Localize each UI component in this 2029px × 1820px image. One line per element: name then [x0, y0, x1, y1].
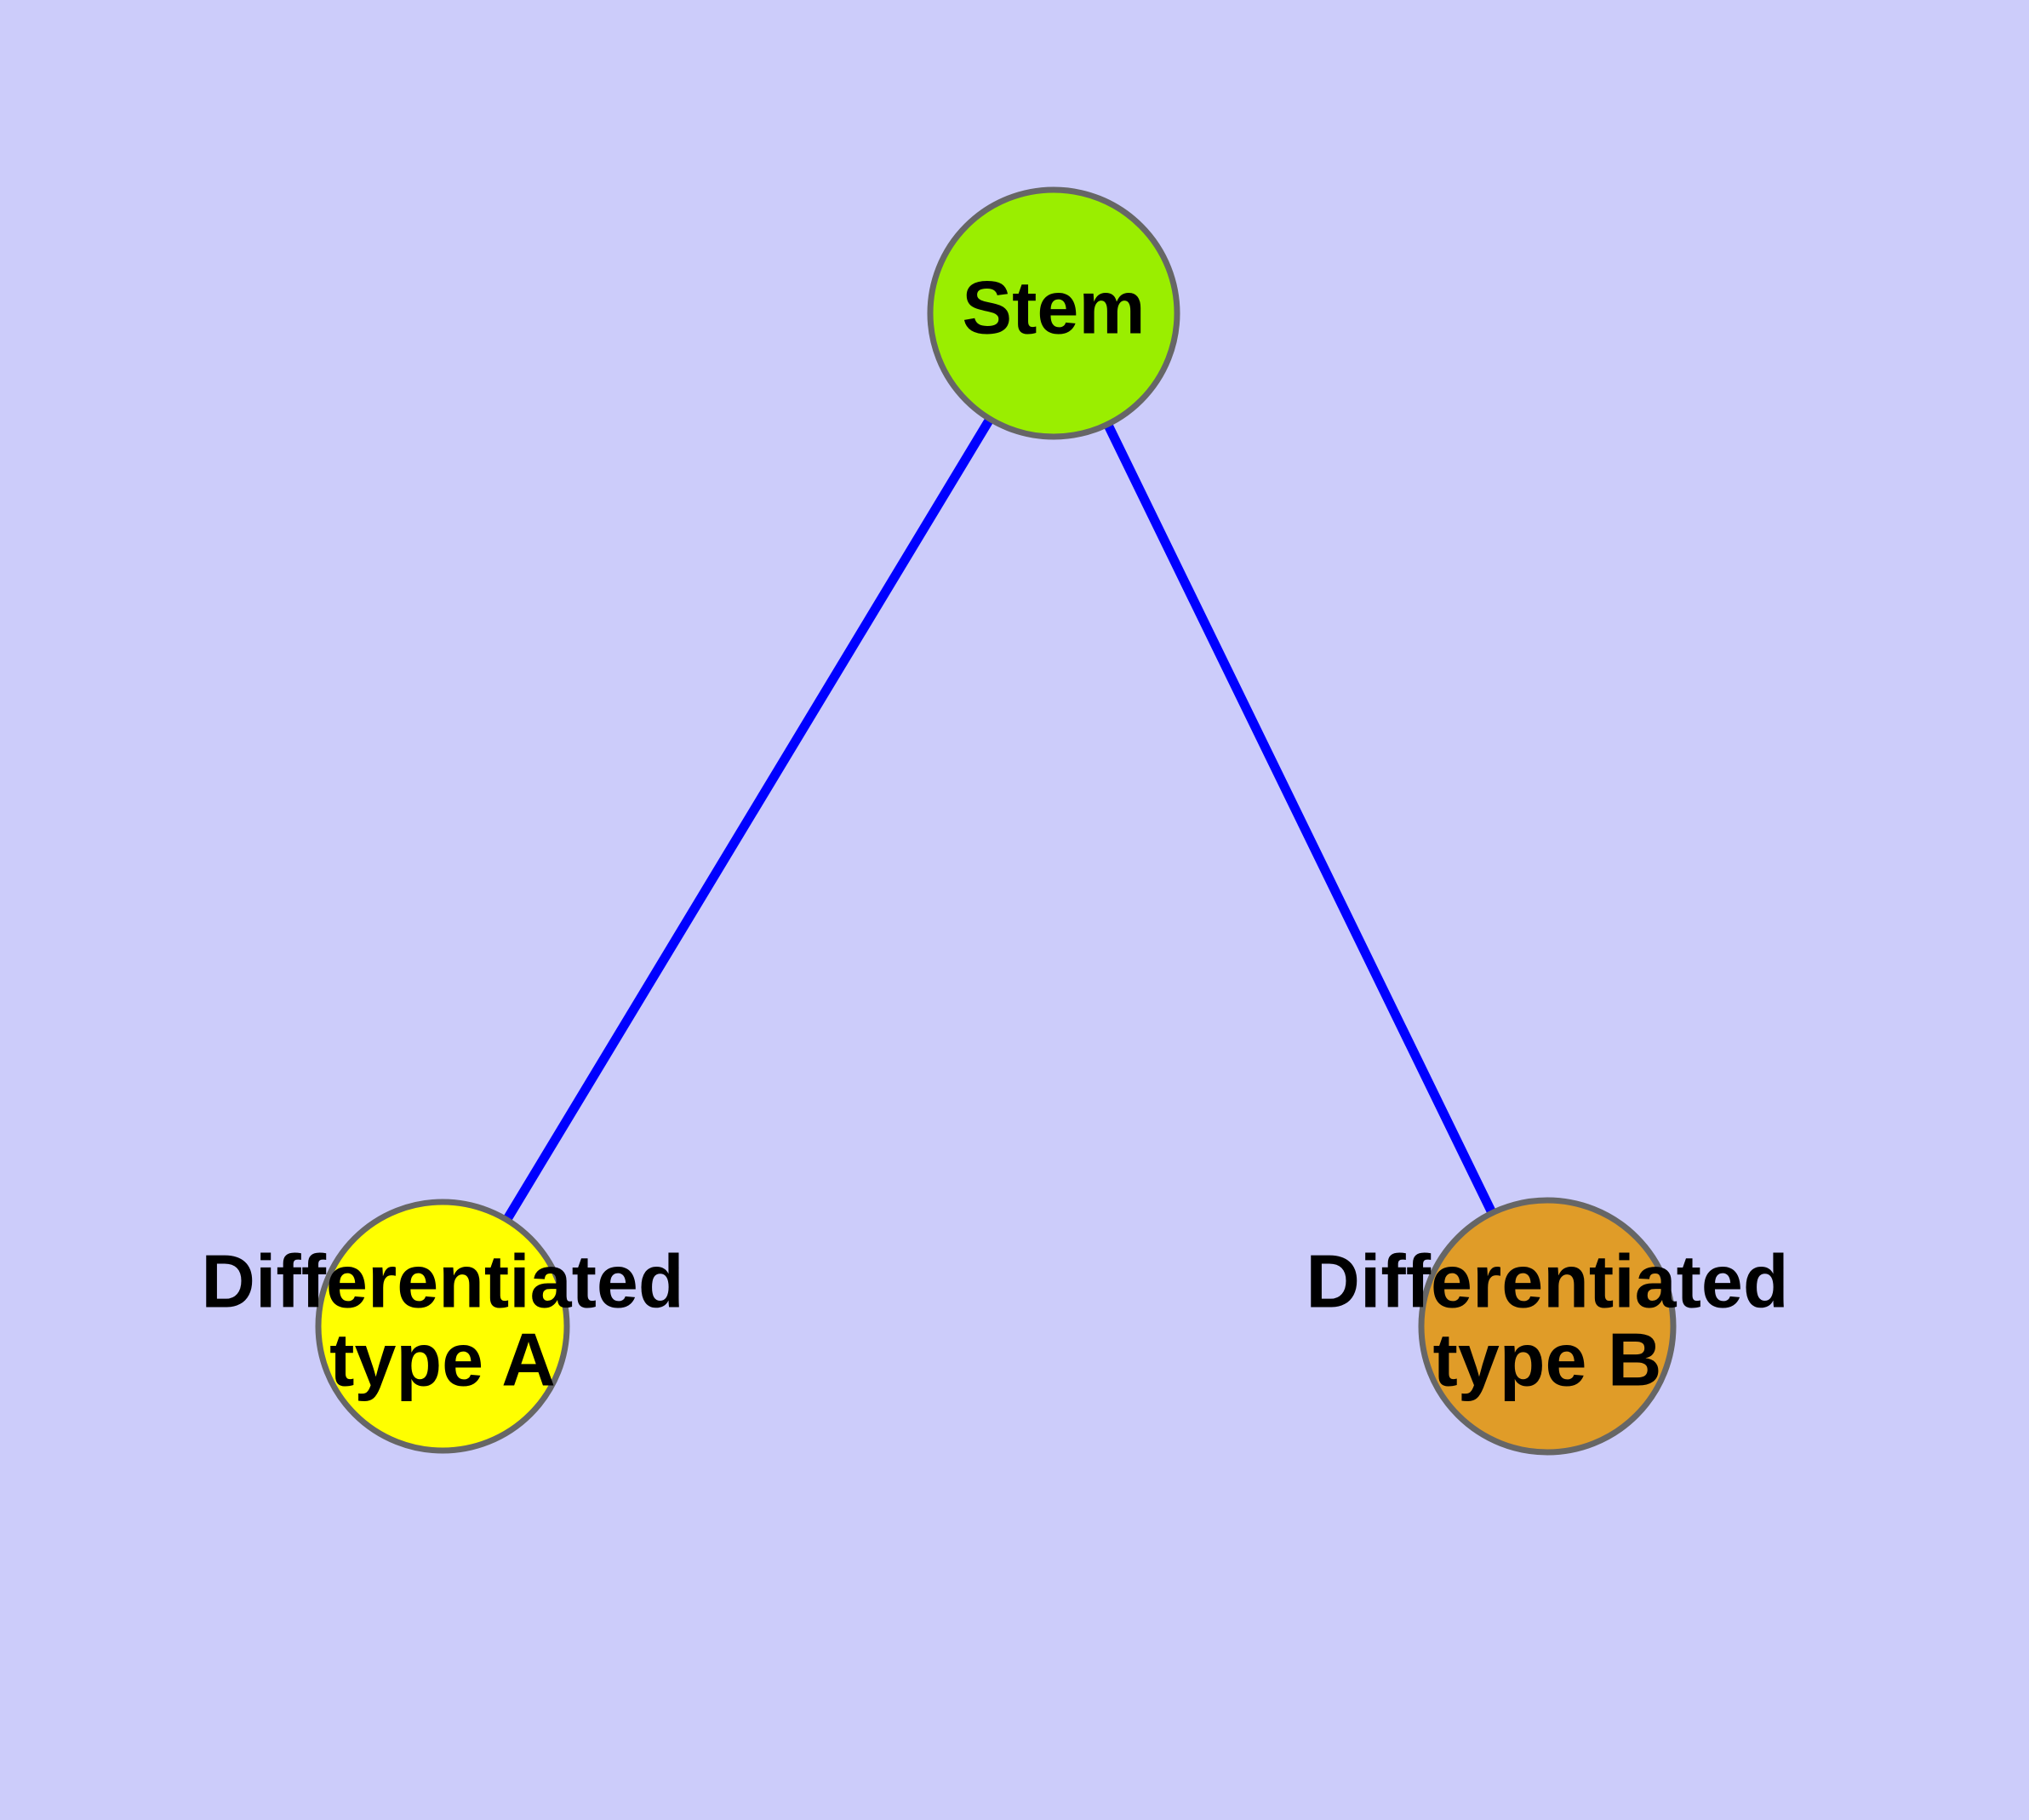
edge-stem-to-diff-a[interactable]: [438, 311, 1058, 1329]
node-diff-b-label-line1: Differentiated: [1306, 1239, 1788, 1323]
node-diff-a[interactable]: Differentiated type A: [201, 1199, 684, 1454]
node-diff-b-label-line2: type B: [1433, 1318, 1662, 1402]
node-diff-a-label-line2: type A: [329, 1318, 556, 1402]
node-diff-b-circle[interactable]: [1418, 1197, 1677, 1456]
edge-stem-to-diff-b[interactable]: [1049, 311, 1552, 1329]
node-stem-circle[interactable]: [927, 186, 1180, 440]
node-stem[interactable]: Stem: [927, 186, 1180, 440]
node-layer: Stem Differentiated type A Differentiate…: [201, 186, 1789, 1456]
node-diff-b[interactable]: Differentiated type B: [1306, 1197, 1789, 1456]
node-diff-a-circle[interactable]: [315, 1199, 570, 1454]
node-stem-label-line1: Stem: [962, 265, 1145, 349]
edge-layer: [438, 311, 1552, 1329]
node-diff-a-label-line1: Differentiated: [201, 1239, 683, 1323]
